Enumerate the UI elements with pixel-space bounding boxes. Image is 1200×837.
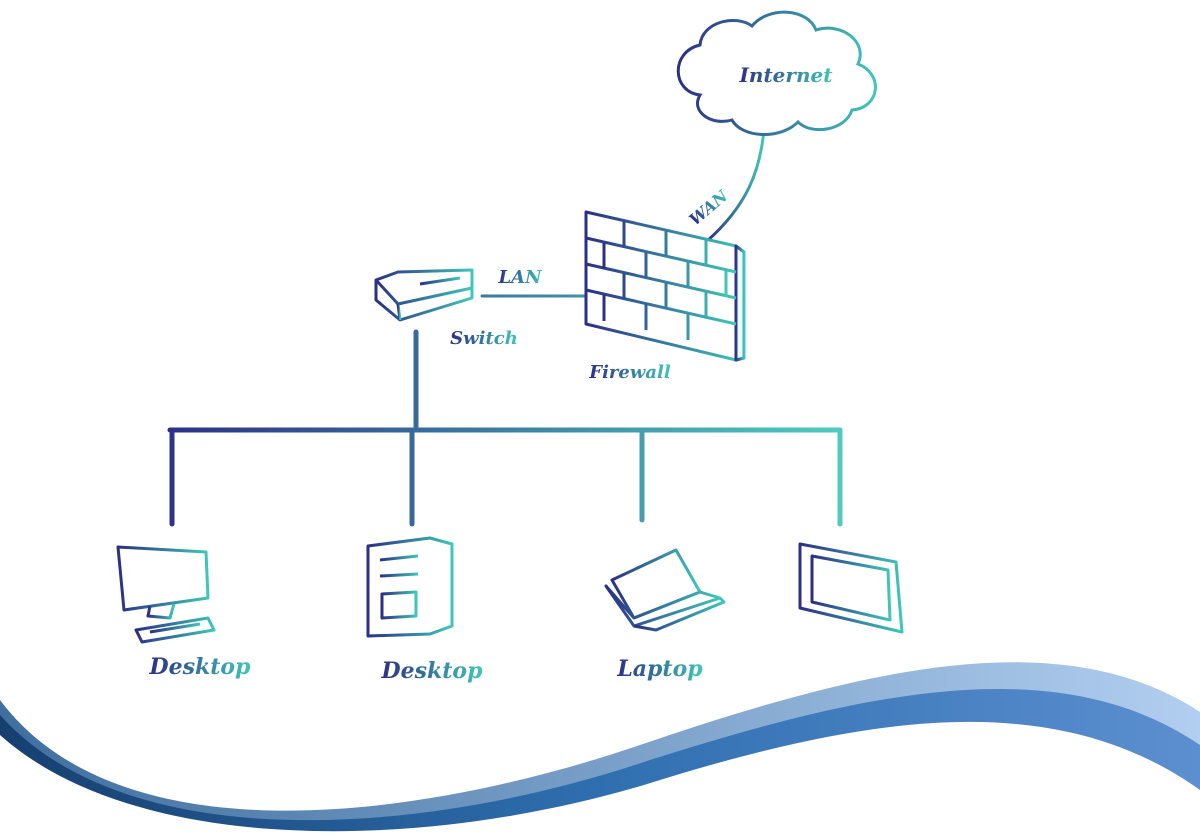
monitor-icon — [116, 545, 216, 644]
laptop-label: Laptop — [616, 656, 703, 682]
lan-label: LAN — [497, 267, 543, 288]
tower-icon — [366, 536, 454, 638]
wan-link — [704, 128, 766, 244]
links — [167, 128, 843, 527]
firewall-icon — [584, 210, 746, 362]
desktop2-label: Desktop — [381, 658, 484, 684]
internet-label: Internet — [739, 63, 834, 87]
laptop-node: Laptop — [604, 548, 726, 682]
switch-node: Switch — [374, 268, 518, 349]
tablet-node — [798, 542, 904, 634]
laptop-icon — [604, 548, 726, 632]
decorative-wave — [0, 662, 1200, 837]
tablet-icon — [798, 542, 904, 634]
firewall-label: Firewall — [588, 362, 671, 383]
firewall-node: Firewall — [584, 210, 746, 383]
cloud-icon — [676, 10, 877, 136]
desktop1-label: Desktop — [149, 654, 252, 680]
switch-icon — [374, 268, 474, 322]
desktop1-node: Desktop — [116, 545, 252, 680]
switch-label: Switch — [450, 328, 518, 349]
desktop2-node: Desktop — [366, 536, 484, 684]
internet-node: Internet — [676, 10, 877, 136]
